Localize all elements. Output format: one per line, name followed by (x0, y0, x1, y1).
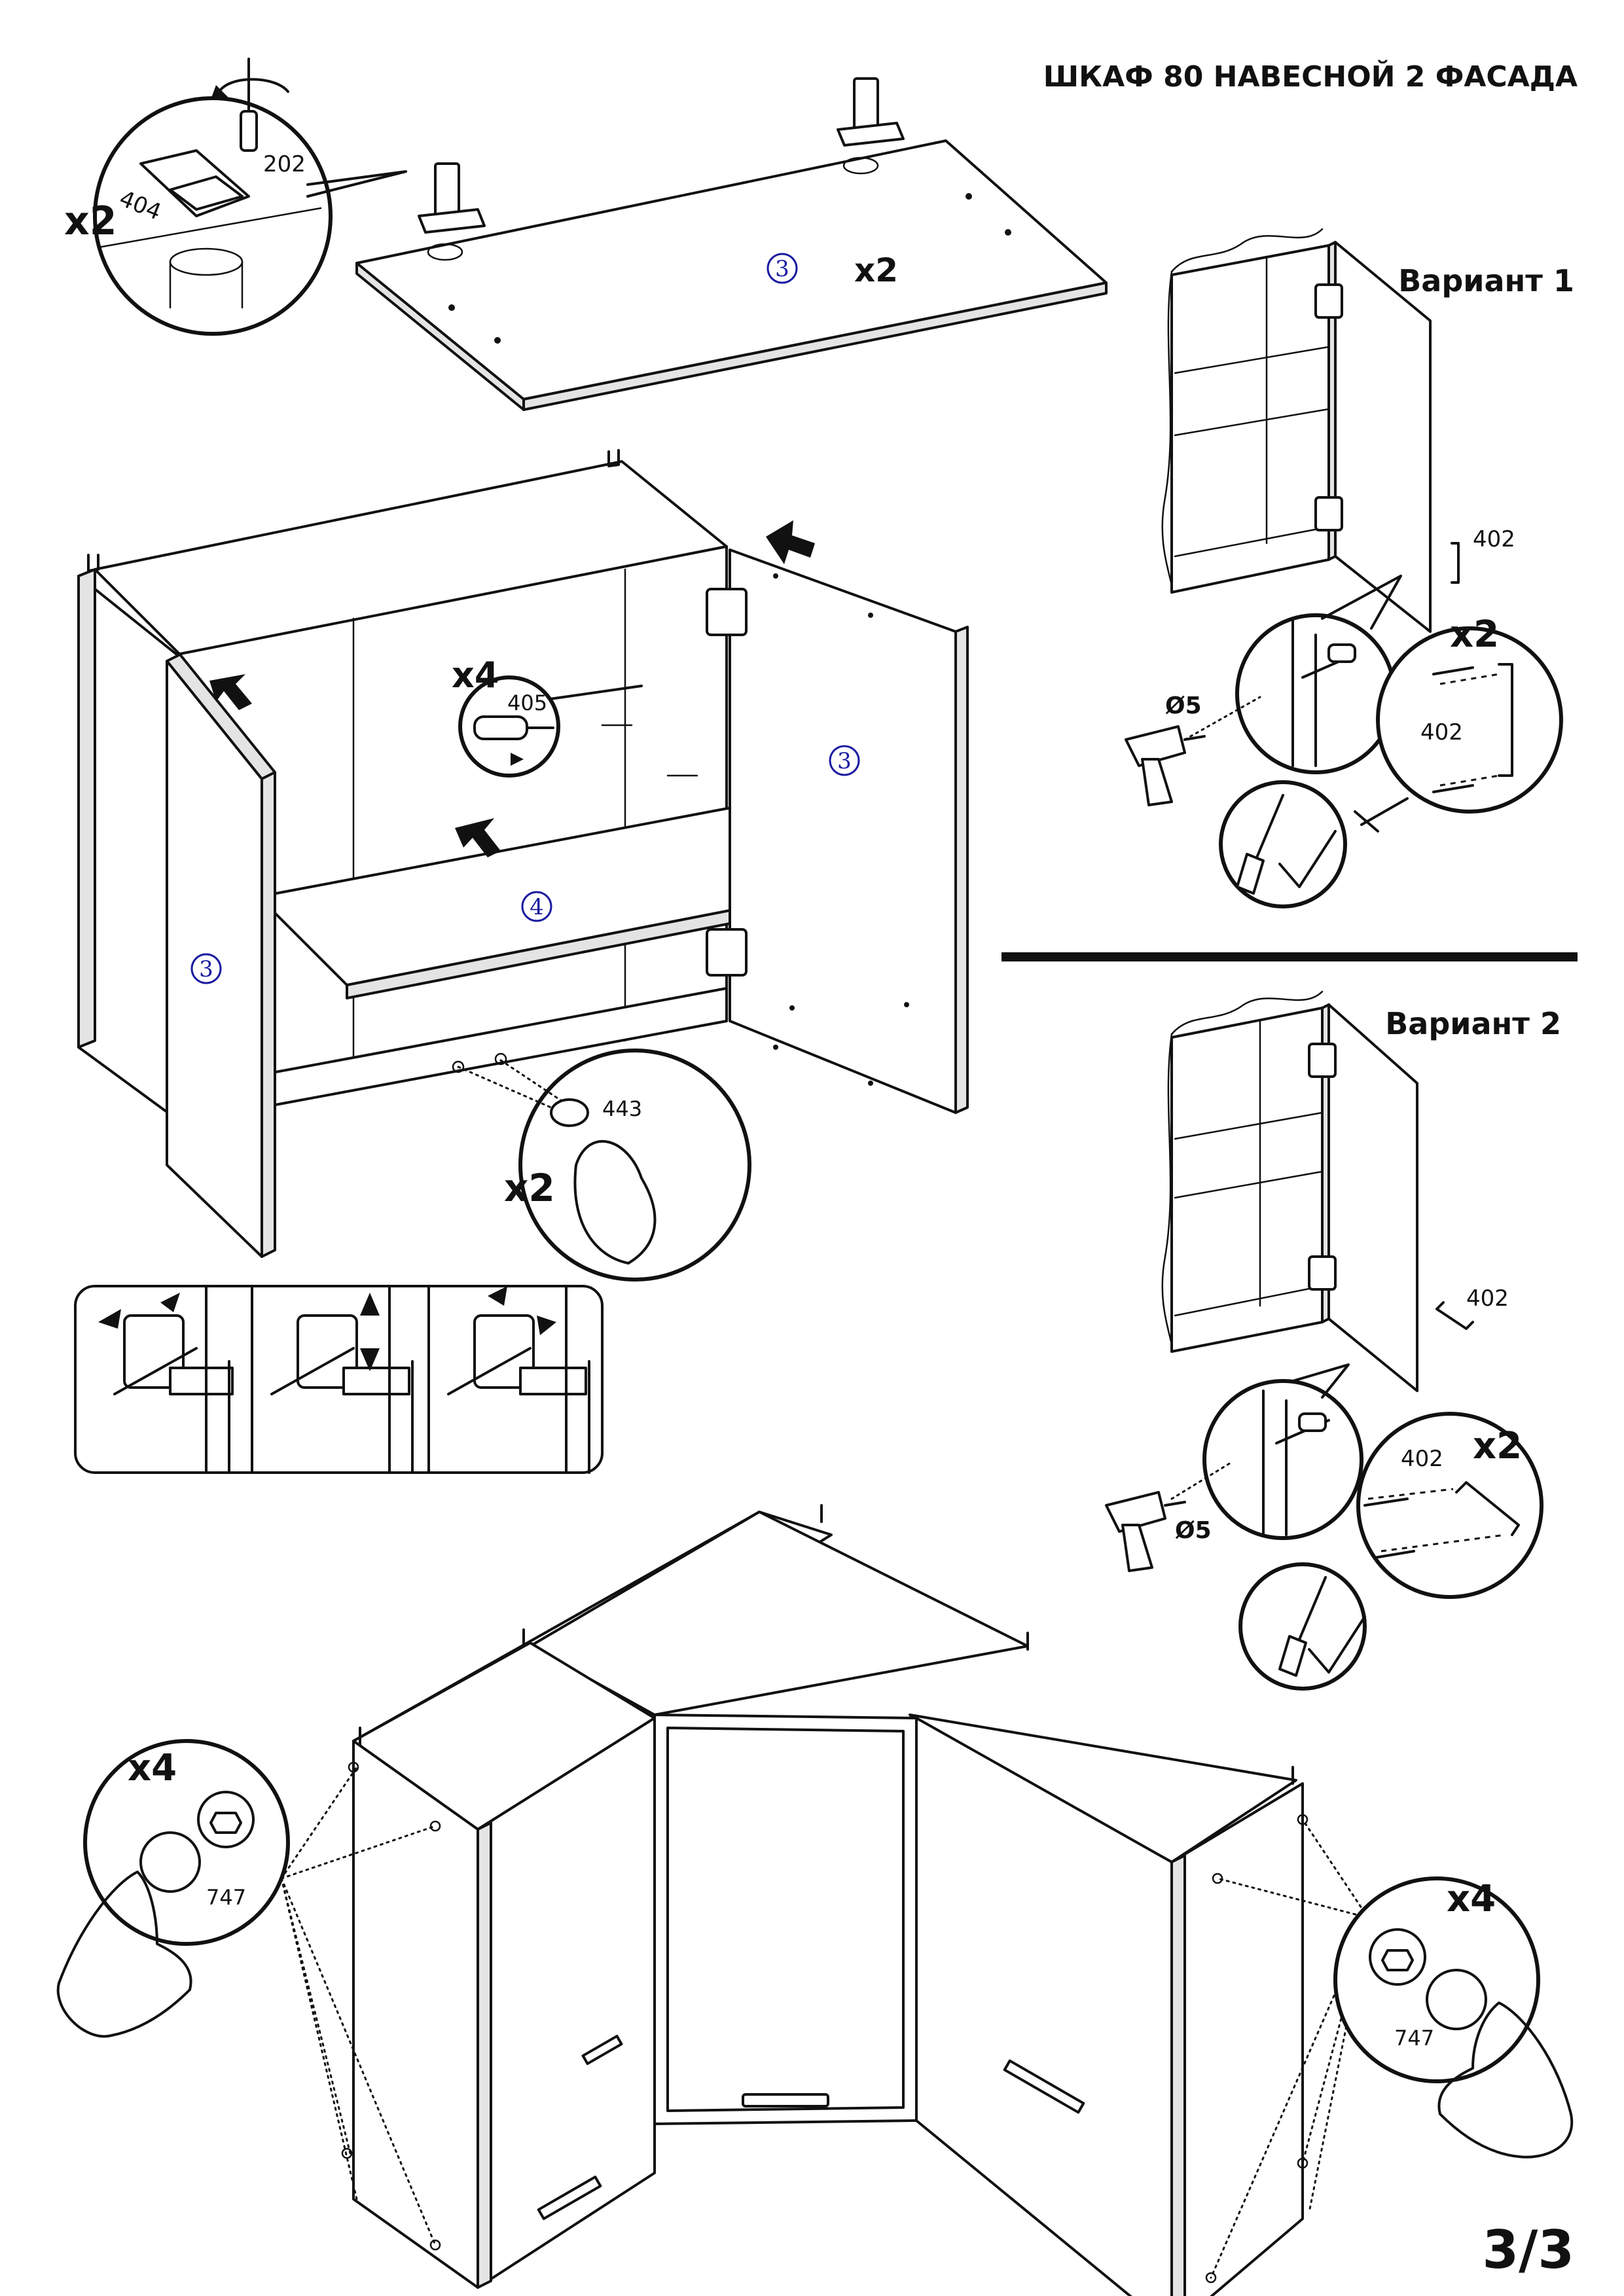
variant-1-title: Вариант 1 (1398, 263, 1574, 298)
door-panel-flat: 3 x2 (355, 77, 1108, 411)
arrow-icon (766, 520, 815, 564)
qty-x2-bumper: x2 (504, 1166, 555, 1210)
page-title: ШКАФ 80 НАВЕСНОЙ 2 ФАСАДА (1043, 59, 1578, 94)
variant-2: Вариант 2 402 Ø5 x2 402 (1105, 990, 1561, 1691)
drill-size-v1: Ø5 (1165, 692, 1202, 719)
checkmark-icon (1278, 830, 1337, 888)
cabinet-assembly: 4 3 3 x4 405 (77, 449, 969, 1282)
drill-size-v2: Ø5 (1175, 1517, 1212, 1544)
arrow-icon (455, 818, 501, 857)
qty-x2-hinge: x2 (64, 198, 117, 244)
checkmark-icon (1308, 1615, 1366, 1674)
corner-cabinet: x4 747 x4 747 (56, 1504, 1574, 2296)
hinge-adjust-depth (98, 1285, 234, 1474)
hinge-adjust-side (447, 1285, 590, 1474)
hinge-detail-callout: 202 404 x2 (64, 58, 407, 336)
drill-icon (1105, 1491, 1186, 1572)
hinge-adjustment-panel (74, 1285, 604, 1474)
drill-icon (1125, 725, 1206, 806)
qty-x2-door: x2 (854, 251, 898, 289)
qty-x2-handle-v1: x2 (1450, 613, 1499, 656)
part-label-402-v2-zoom: 402 (1401, 1446, 1443, 1472)
hinge-icon (418, 162, 486, 234)
hinge-icon (837, 77, 905, 147)
variant-divider (1001, 952, 1578, 961)
panel-number-4: 4 (530, 894, 544, 920)
part-label-443: 443 (602, 1096, 642, 1121)
qty-x4-right: x4 (1447, 1878, 1496, 1920)
variant-2-title: Вариант 2 (1385, 1006, 1561, 1041)
part-label-405: 405 (507, 691, 547, 715)
screwdriver-icon (1278, 1576, 1327, 1677)
panel-number-3-top: 3 (775, 256, 789, 282)
part-label-402-v1-zoom: 402 (1420, 719, 1463, 745)
panel-number-3-right: 3 (837, 748, 852, 774)
qty-x2-handle-v2: x2 (1473, 1425, 1522, 1467)
part-label-747-left: 747 (206, 1885, 246, 1910)
page-number: 3/3 (1482, 2219, 1574, 2280)
qty-x4-shelfpin: x4 (452, 655, 499, 696)
part-label-402-v2: 402 (1466, 1285, 1509, 1312)
part-label-402-v1: 402 (1473, 526, 1515, 552)
part-label-747-right: 747 (1394, 2026, 1434, 2051)
part-label-202: 202 (263, 151, 306, 177)
hinge-adjust-height (270, 1285, 414, 1474)
screwdriver-icon (1236, 794, 1284, 895)
variant-1: Вариант 1 402 Ø5 x2 402 (1125, 228, 1574, 908)
panel-number-3-left: 3 (199, 956, 213, 982)
qty-x4-left: x4 (128, 1747, 177, 1789)
arrow-icon (209, 674, 252, 710)
